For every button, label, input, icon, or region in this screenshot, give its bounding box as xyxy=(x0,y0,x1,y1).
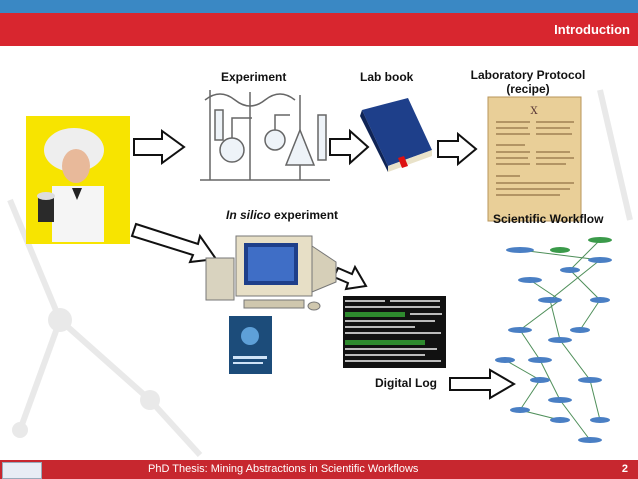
header-bar xyxy=(0,13,638,46)
footer-bar xyxy=(0,460,638,479)
label-digital-log: Digital Log xyxy=(375,376,437,390)
label-insilico-italic: In silico xyxy=(226,208,271,222)
lab-book-icon xyxy=(360,98,432,172)
top-blue-bar xyxy=(0,0,638,13)
terminal-log-screenshot xyxy=(343,296,446,368)
slide-title: Introduction xyxy=(554,22,630,37)
page-number: 2 xyxy=(621,463,628,475)
workflow-graph-icon xyxy=(495,237,612,443)
label-insilico-rest: experiment xyxy=(270,208,339,222)
computer-icon xyxy=(205,235,337,311)
arrow-labbook-to-protocol xyxy=(437,131,478,167)
svg-text:X: X xyxy=(530,106,538,117)
arrow-log-to-workflow xyxy=(449,368,516,400)
label-scientific-workflow: Scientific Workflow xyxy=(493,212,604,226)
label-insilico-experiment: In silico experiment xyxy=(226,208,338,222)
arrow-computer-to-log xyxy=(332,264,368,291)
lab-glassware-icon xyxy=(200,90,330,181)
label-protocol-line2: (recipe) xyxy=(506,82,550,96)
fourth-paradigm-book-icon xyxy=(229,316,272,374)
label-lab-book: Lab book xyxy=(360,70,414,84)
scientist-photo xyxy=(26,116,130,244)
background-network-decoration xyxy=(7,89,633,458)
arrow-experiment-to-labbook xyxy=(329,128,370,166)
footer-text: PhD Thesis: Mining Abstractions in Scien… xyxy=(148,463,419,475)
university-logo-icon xyxy=(2,462,42,479)
protocol-paper-icon: X xyxy=(487,96,582,222)
label-protocol-line1: Laboratory Protocol xyxy=(470,68,586,82)
label-laboratory-protocol: Laboratory Protocol (recipe) xyxy=(462,68,594,96)
arrow-photo-to-computer xyxy=(130,222,218,264)
label-experiment: Experiment xyxy=(221,70,287,84)
arrow-photo-to-experiment xyxy=(133,129,186,165)
